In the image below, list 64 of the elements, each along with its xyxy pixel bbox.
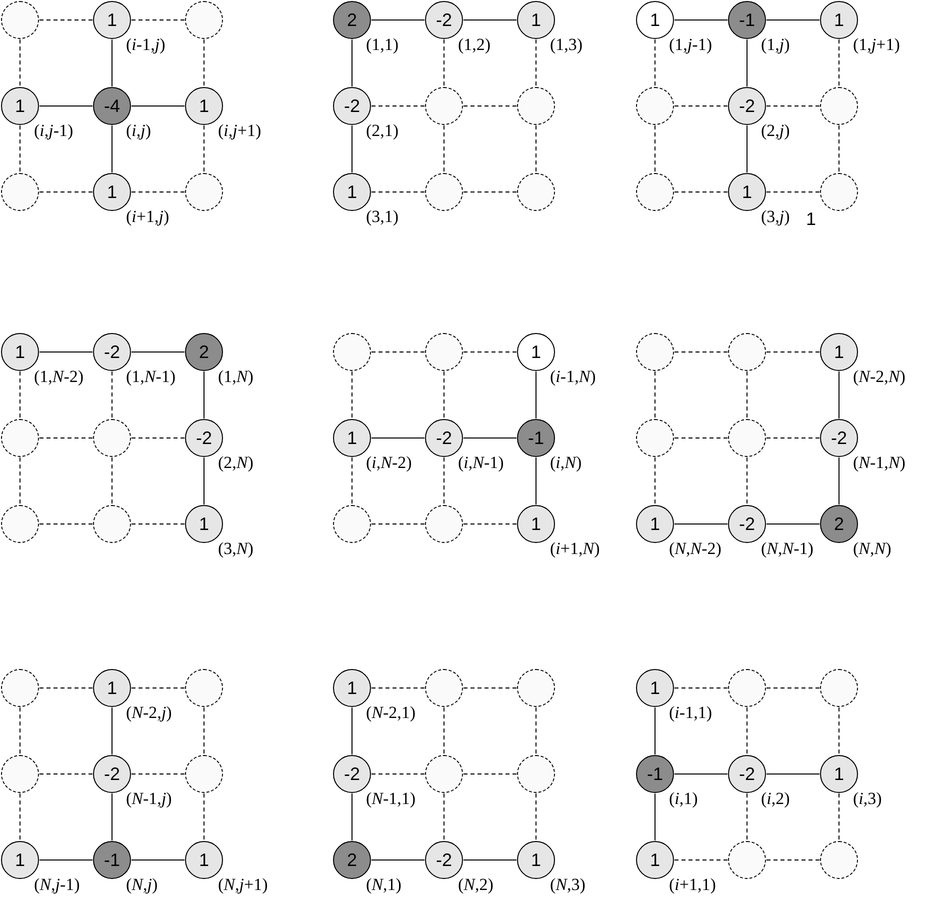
stencil-node: 1 [517, 333, 555, 371]
stencil-node: 1 [185, 505, 223, 543]
stencil-node: -2 [333, 755, 371, 793]
stencil-node: 1 [93, 669, 131, 707]
dashed-grid-line [746, 793, 748, 841]
stencil-node: 1 [517, 841, 555, 879]
stencil-node: 1 [728, 173, 766, 211]
dashed-grid-line [746, 371, 748, 419]
stencil-node: 1 [517, 505, 555, 543]
stencil-node: -2 [425, 841, 463, 879]
dashed-grid-line [838, 707, 840, 755]
stencil-node: 1 [333, 419, 371, 457]
stencil-node: -2 [93, 755, 131, 793]
stencil-node: 1 [820, 333, 858, 371]
stencil-node: 1 [517, 1, 555, 39]
grid-line [746, 125, 748, 173]
dashed-grid-line [654, 371, 656, 419]
dashed-grid-line [838, 793, 840, 841]
stencil-node: -1 [636, 755, 674, 793]
stencil-node: 2 [185, 333, 223, 371]
grid-line [838, 457, 840, 505]
stencil-node: -2 [728, 505, 766, 543]
stencil-node: 1 [1, 841, 39, 879]
stencil-node: 1 [636, 505, 674, 543]
dashed-grid-line [838, 39, 840, 87]
stencil-node: 1 [1, 87, 39, 125]
stencil-node: -2 [425, 1, 463, 39]
dashed-grid-line [746, 457, 748, 505]
grid-line [746, 39, 748, 87]
note-text: 1 [806, 209, 816, 229]
grid-line [654, 707, 656, 755]
stencil-node: 1 [1, 333, 39, 371]
stencil-node: -2 [93, 333, 131, 371]
stencil-node: 1 [820, 755, 858, 793]
stencil-node: 1 [185, 841, 223, 879]
grid-line [654, 793, 656, 841]
dashed-grid-line [654, 125, 656, 173]
stencil-node: -1 [728, 1, 766, 39]
stencil-node: -2 [728, 87, 766, 125]
stencil-node: -1 [93, 841, 131, 879]
stencil-node: -2 [728, 755, 766, 793]
stencil-node: 1 [636, 669, 674, 707]
stencil-node: 1 [820, 1, 858, 39]
dashed-grid-line [746, 707, 748, 755]
stencil-node: -2 [425, 419, 463, 457]
stencil-node: 1 [93, 1, 131, 39]
stencil-node: -2 [185, 419, 223, 457]
stencil-node: 2 [820, 505, 858, 543]
stencil-node: 1 [93, 173, 131, 211]
stencil-node: 1 [636, 1, 674, 39]
stencil-node: 1 [636, 841, 674, 879]
dashed-grid-line [654, 39, 656, 87]
grid-line [838, 371, 840, 419]
dashed-grid-line [654, 457, 656, 505]
stencil-node: 2 [333, 841, 371, 879]
stencil-node: -2 [820, 419, 858, 457]
stencil-node: 2 [333, 1, 371, 39]
stencil-node: 1 [333, 173, 371, 211]
dashed-grid-line [838, 125, 840, 173]
stencil-node: 1 [333, 669, 371, 707]
stencil-node: -1 [517, 419, 555, 457]
stencil-node: 1 [185, 87, 223, 125]
stencil-node: -2 [333, 87, 371, 125]
stencil-node: -4 [93, 87, 131, 125]
